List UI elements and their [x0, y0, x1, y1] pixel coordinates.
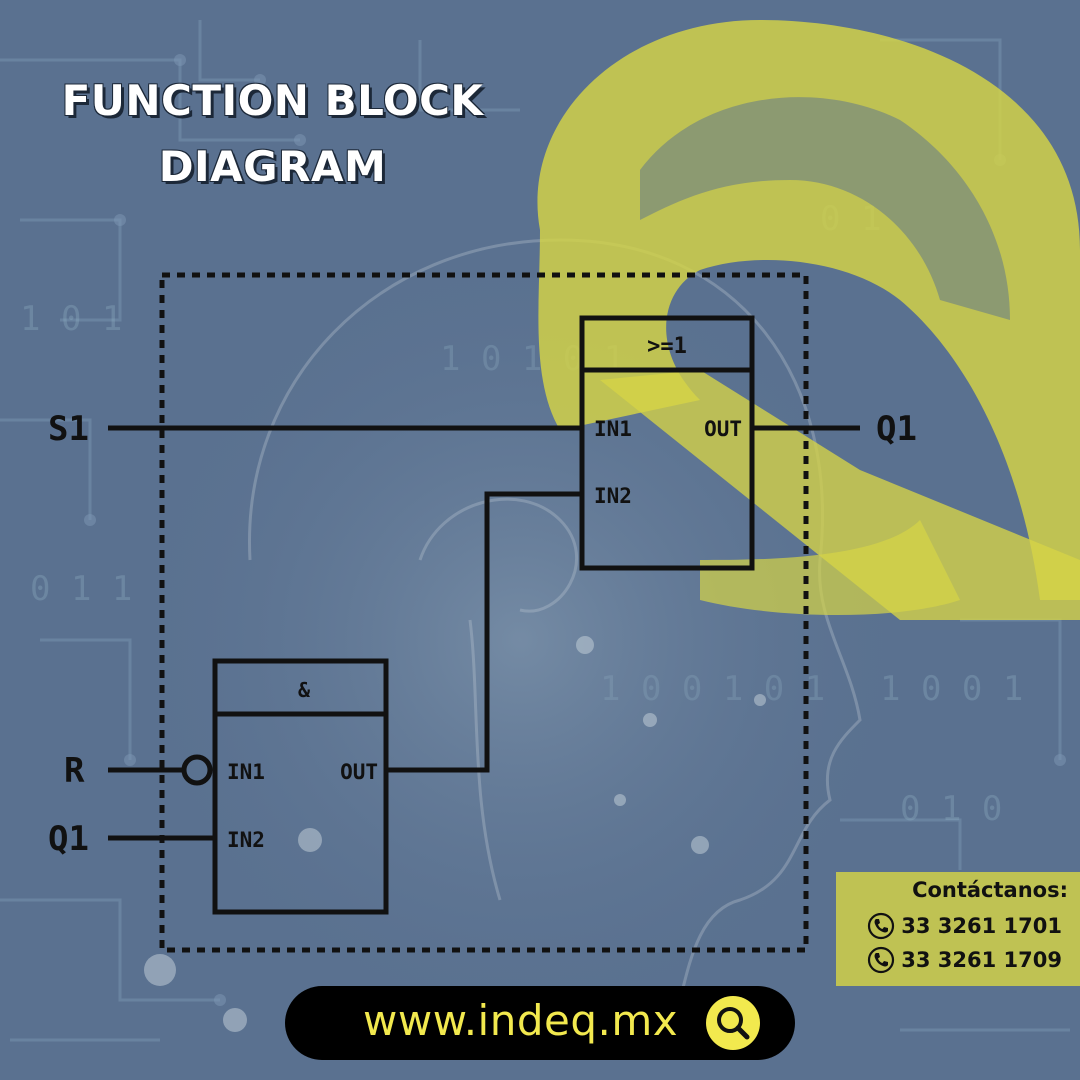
svg-text:1 0 1: 1 0 1 [20, 299, 122, 339]
svg-text:0 1 1: 0 1 1 [30, 569, 132, 609]
or-block: >=1 IN1 IN2 OUT [579, 315, 755, 571]
and-block: & IN1 IN2 OUT [212, 658, 389, 915]
network-nodes [144, 636, 766, 1032]
or-block-header: >=1 [647, 334, 687, 359]
phone-number-2[interactable]: 33 3261 1709 [901, 948, 1062, 972]
contact-box: Contáctanos: 33 3261 1701 33 3261 1709 [836, 872, 1080, 986]
program-frame [159, 272, 809, 953]
search-icon[interactable] [705, 995, 761, 1051]
and-block-header: & [298, 678, 311, 702]
and-block-in1-label: IN1 [227, 760, 265, 784]
or-block-in1-label: IN1 [594, 417, 632, 441]
phone-icon [868, 912, 895, 940]
or-block-in2-label: IN2 [594, 484, 632, 508]
negation-circle [181, 754, 213, 786]
signal-s1: S1 [48, 409, 89, 449]
or-block-out-label: OUT [704, 417, 742, 441]
circuit-traces [0, 20, 1070, 1042]
page-title-line-1: FUNCTION BLOCK [61, 76, 484, 125]
and-block-in2-label: IN2 [227, 828, 265, 852]
signal-q1-output: Q1 [876, 409, 917, 449]
signal-q1-input: Q1 [48, 819, 89, 859]
website-pill[interactable]: www.indeq.mx [285, 986, 795, 1060]
page-title-line-2: DIAGRAM [158, 142, 387, 191]
or-block-body [579, 315, 755, 571]
wire-and-out-to-or-in2 [386, 491, 582, 773]
and-block-out-label: OUT [340, 760, 378, 784]
phone-number-1[interactable]: 33 3261 1701 [901, 914, 1062, 938]
svg-text:0 1 0: 0 1 0 [900, 789, 1002, 829]
and-block-body [212, 658, 389, 915]
phone-icon [868, 946, 895, 974]
website-url[interactable]: www.indeq.mx [363, 996, 679, 1045]
phone-row-1[interactable]: 33 3261 1701 [867, 912, 1062, 940]
contact-title: Contáctanos: [912, 878, 1068, 902]
signal-r: R [64, 751, 85, 791]
phone-row-2[interactable]: 33 3261 1709 [867, 946, 1062, 974]
indeq-logo [537, 20, 1080, 620]
